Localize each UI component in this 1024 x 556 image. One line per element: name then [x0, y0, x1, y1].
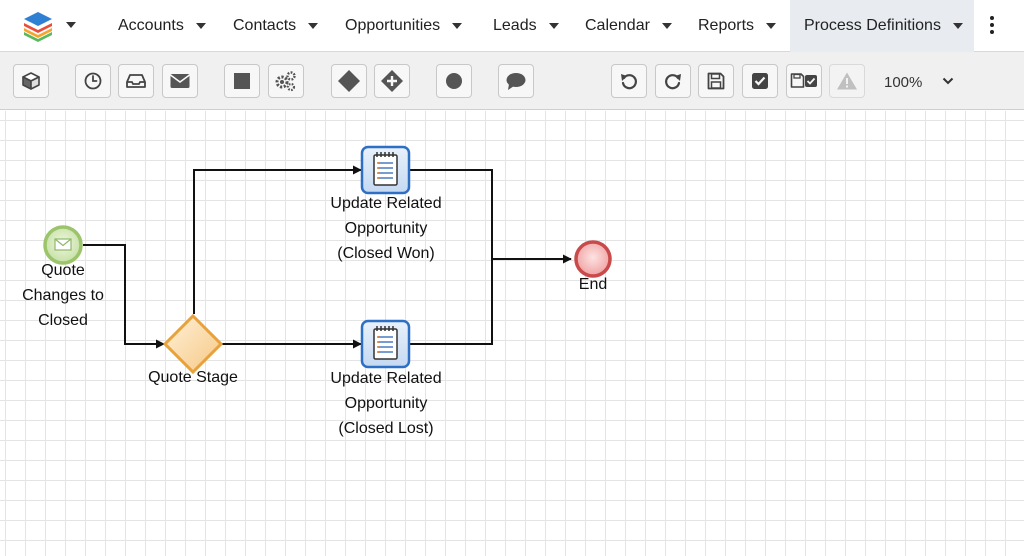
nav-contacts[interactable]: Contacts — [233, 0, 319, 52]
undo-icon[interactable] — [611, 64, 647, 98]
notepad-icon — [373, 152, 398, 186]
zoom-level: 100% — [884, 74, 923, 91]
sequence-flows — [83, 165, 572, 349]
gateway-label: Quote Stage — [148, 369, 238, 386]
chevron-down-icon[interactable] — [942, 76, 954, 86]
speech-bubble-icon[interactable] — [498, 64, 534, 98]
nav-label: Reports — [698, 17, 755, 34]
envelope-icon — [54, 238, 72, 251]
process-diagram — [43, 145, 612, 375]
inbox-icon[interactable] — [118, 64, 154, 98]
nav-label: Opportunities — [345, 17, 441, 34]
start-event-label: Quote Changes to Closed — [22, 262, 104, 329]
chevron-down-icon[interactable] — [452, 23, 463, 29]
square-icon[interactable] — [224, 64, 260, 98]
nav-label: Leads — [493, 17, 537, 34]
app-logo-menu[interactable] — [22, 10, 82, 42]
diamond-icon[interactable] — [331, 64, 367, 98]
nav-label: Contacts — [233, 17, 297, 34]
save-icon[interactable] — [698, 64, 734, 98]
chevron-down-icon[interactable] — [766, 23, 777, 29]
designer-toolbar: 100% — [0, 52, 1024, 110]
notepad-icon — [373, 326, 398, 360]
chevron-down-icon[interactable] — [195, 23, 206, 29]
app-logo-icon — [24, 12, 52, 42]
gears-icon[interactable] — [268, 64, 304, 98]
flow-start-to-gateway[interactable] — [83, 244, 165, 349]
chevron-down-icon[interactable] — [661, 23, 672, 29]
nav-opportunities[interactable]: Opportunities — [345, 0, 463, 52]
warning-icon — [829, 64, 865, 98]
nav-leads[interactable]: Leads — [493, 0, 559, 52]
flow-tasks-merge[interactable] — [410, 169, 493, 345]
flow-gateway-to-won[interactable] — [193, 165, 362, 314]
diamond-plus-icon[interactable] — [374, 64, 410, 98]
chevron-down-icon — [66, 22, 76, 28]
task-closed-lost[interactable] — [360, 319, 411, 369]
circle-icon[interactable] — [436, 64, 472, 98]
more-options-icon[interactable] — [986, 16, 998, 36]
end-event-label: End — [578, 276, 608, 293]
task-closed-won-label: Update Related Opportunity (Closed Won) — [330, 195, 442, 262]
save-validate-icon[interactable] — [786, 64, 822, 98]
nav-calendar[interactable]: Calendar — [585, 0, 672, 52]
task-closed-lost-label: Update Related Opportunity (Closed Lost) — [330, 370, 442, 437]
top-navigation: Accounts Contacts Opportunities Leads Ca… — [0, 0, 1024, 52]
chevron-down-icon[interactable] — [308, 23, 319, 29]
clock-icon[interactable] — [75, 64, 111, 98]
end-event[interactable] — [574, 240, 612, 278]
process-canvas[interactable]: Quote Changes to Closed Quote Stage Upda… — [0, 111, 1024, 556]
nav-accounts[interactable]: Accounts — [118, 0, 206, 52]
chevron-down-icon[interactable] — [548, 23, 559, 29]
exclusive-gateway[interactable] — [162, 313, 224, 375]
nav-label: Accounts — [118, 17, 184, 34]
cube-icon[interactable] — [13, 64, 49, 98]
nav-process-definitions[interactable]: Process Definitions — [790, 0, 974, 52]
nav-label: Calendar — [585, 17, 650, 34]
check-square-icon[interactable] — [742, 64, 778, 98]
chevron-down-icon[interactable] — [952, 23, 963, 29]
nav-label: Process Definitions — [804, 17, 941, 34]
redo-icon[interactable] — [655, 64, 691, 98]
envelope-icon[interactable] — [162, 64, 198, 98]
task-closed-won[interactable] — [360, 145, 411, 195]
nav-reports[interactable]: Reports — [698, 0, 777, 52]
start-event[interactable] — [43, 225, 83, 265]
